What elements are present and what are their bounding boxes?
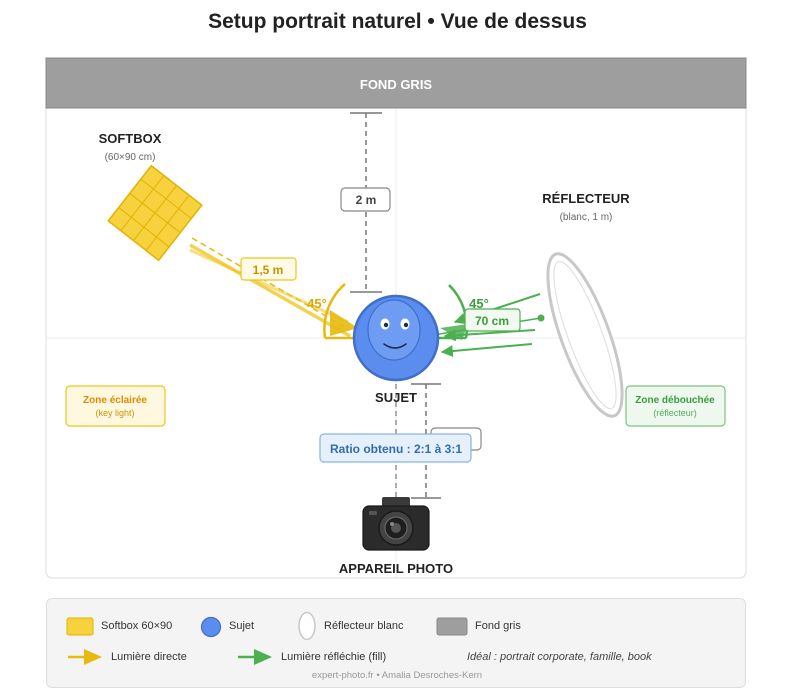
legend-subject-label: Sujet: [229, 620, 255, 632]
softbox-angle-arc: [323, 283, 346, 339]
reflector-distance-box: [464, 308, 521, 332]
reflector-distance-label: 70 cm: [475, 314, 509, 328]
softbox-label: SOFTBOX: [99, 131, 162, 146]
backdrop: [45, 57, 747, 109]
legend-reflected-light-arrow: [238, 649, 272, 665]
legend: Softbox 60×90 Sujet Réflecteur blanc Fon…: [46, 598, 746, 688]
softbox: [107, 164, 203, 262]
camera-label: APPAREIL PHOTO: [339, 561, 453, 576]
legend-softbox-label: Softbox 60×90: [101, 620, 173, 632]
legend-reflected-light-label: Lumière réfléchie (fill): [281, 651, 387, 663]
zone-lit-title: Zone éclairée: [83, 395, 147, 406]
legend-softbox-swatch: [66, 617, 94, 636]
reflector-label: RÉFLECTEUR: [542, 191, 630, 206]
footer-credit: expert-photo.fr • Amalia Desroches-Kern: [311, 670, 483, 681]
legend-ideal-note: Idéal : portrait corporate, famille, boo…: [467, 651, 652, 663]
reflector-sublabel: (blanc, 1 m): [560, 212, 613, 223]
zone-fill-title: Zone débouchée: [635, 395, 715, 406]
page-title: Setup portrait naturel • Vue de dessus: [208, 10, 587, 33]
softbox-sublabel: (60×90 cm): [105, 152, 156, 163]
legend-reflector-swatch: [298, 611, 316, 641]
softbox-distance-label: 1,5 m: [253, 263, 284, 277]
reflector: [546, 252, 624, 418]
reflector-angle-arc: [448, 284, 469, 339]
legend-reflector-label: Réflecteur blanc: [324, 620, 404, 632]
legend-backdrop-label: Fond gris: [475, 620, 521, 632]
ratio-label: Ratio obtenu : 2:1 à 3:1: [330, 442, 462, 456]
legend-direct-light-arrow: [68, 649, 102, 665]
camera-icon: [362, 497, 430, 551]
legend-backdrop-swatch: [436, 617, 468, 636]
backdrop-distance-marker: 2 m: [340, 112, 391, 293]
reflector-angle-label: 45°: [469, 296, 489, 311]
subject: [352, 294, 440, 382]
softbox-angle-label: 45°: [307, 296, 327, 311]
zone-lit-subtitle: (key light): [95, 408, 134, 418]
softbox-distance-box: [240, 257, 297, 281]
ratio-box: [319, 433, 472, 463]
legend-subject-swatch: [200, 616, 222, 638]
zone-fill-subtitle: (réflecteur): [653, 408, 697, 418]
direct-light-rays: [189, 237, 358, 338]
backdrop-distance-label: 2 m: [356, 193, 377, 207]
legend-direct-light-label: Lumière directe: [111, 651, 187, 663]
backdrop-label: FOND GRIS: [360, 77, 433, 92]
zone-fill-box: [625, 385, 726, 427]
subject-label: SUJET: [375, 390, 417, 405]
zone-lit-box: [65, 385, 166, 427]
reflector-distance-end: [537, 314, 545, 322]
setup-diagram: FOND GRIS 2 m SOFTBOX (60×90 cm) 1,5 m: [45, 57, 747, 579]
